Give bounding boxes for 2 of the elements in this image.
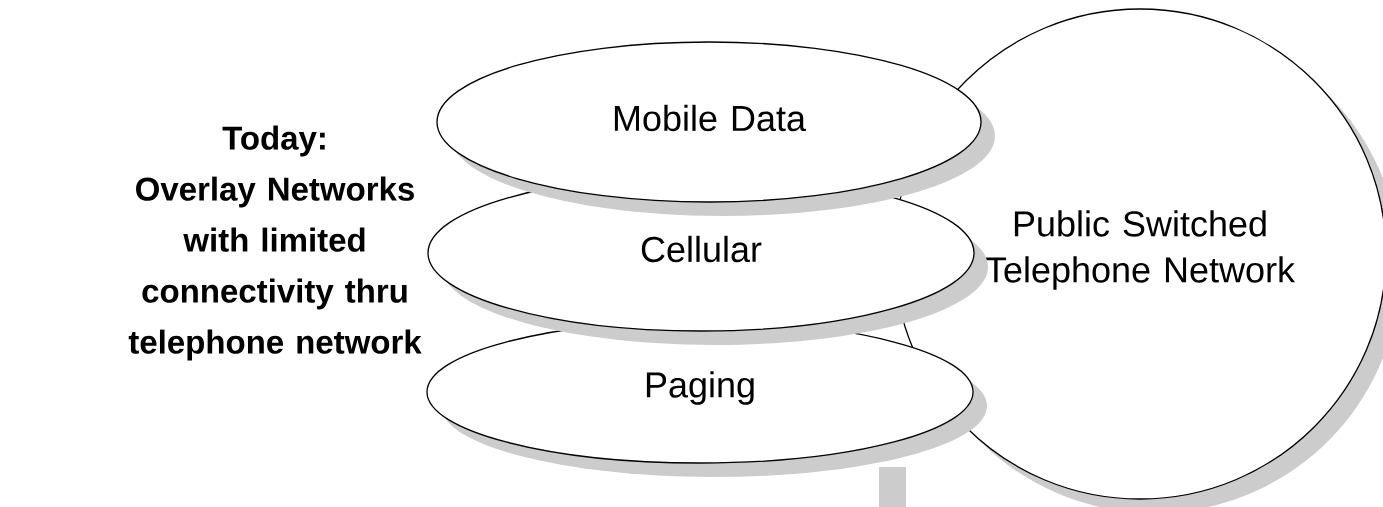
heading-text: Today: Overlay Networks with limited connectivity thru telephone network bbox=[128, 125, 422, 361]
ellipse-layer: Mobile Data bbox=[436, 41, 995, 216]
